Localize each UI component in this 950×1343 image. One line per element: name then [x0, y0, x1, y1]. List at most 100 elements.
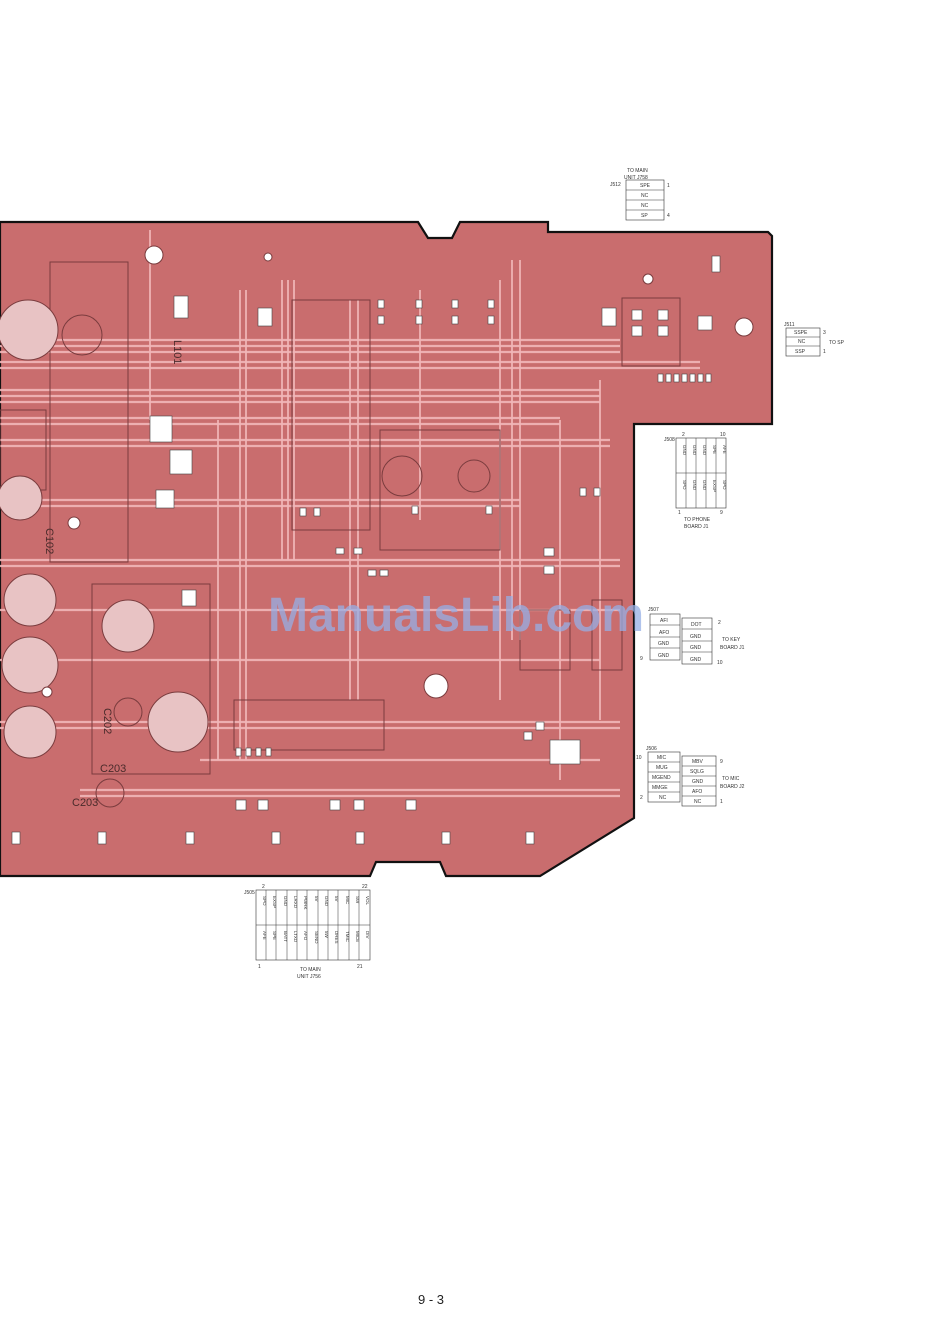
j507-right-pin-2: GND: [690, 634, 702, 640]
j507-left-pin-4: GND: [658, 653, 670, 659]
j505-pin-bottom-left: 1: [258, 964, 261, 970]
trace-bus-horizontal: [0, 338, 700, 798]
j506-left-pin-5: NC: [659, 795, 667, 801]
j505-top-pin-3: GND: [283, 896, 288, 907]
j508-bottom-pin-3: GND: [702, 480, 707, 491]
j505-bottom-pin-4: LTXD: [293, 931, 298, 943]
j505-ref: J505: [244, 890, 255, 896]
j505-top-pin-2: EXSP: [272, 896, 277, 908]
silk-c203: C203: [72, 797, 98, 809]
j508-top-pin-2: GND: [692, 445, 697, 456]
j505-bottom-pin-10: MICE: [355, 931, 360, 942]
j506-dest-line1: TO MIC: [722, 776, 740, 782]
silk-c202: C202: [101, 708, 113, 734]
silk-l101: L101: [171, 340, 183, 364]
j508-pin-top-left: 2: [682, 432, 685, 438]
page-number: 9 - 3: [418, 1292, 445, 1307]
connector-j505: J505 2 22 SPO EXSP GND LRXD PWRK 5V GND …: [244, 884, 371, 980]
j507-left-pin-2: AFO: [659, 630, 669, 636]
j512-pin-last: 4: [667, 213, 670, 219]
j507-pin-left-bottom: 9: [640, 656, 643, 662]
j507-right-pin-3: GND: [690, 645, 702, 651]
j511-dest: TO SP: [829, 340, 845, 346]
j505-dest-line2: UNIT J756: [297, 974, 321, 980]
j508-top-pin-1: GND: [682, 445, 687, 456]
j507-left-pin-3: GND: [658, 641, 670, 647]
j511-pin-first: 3: [823, 330, 826, 336]
j511-pin-3: SSP: [795, 349, 806, 355]
j505-bottom-pin-11: DIV: [365, 931, 370, 939]
j511-pin-1: SSPE: [794, 330, 808, 336]
j508-bottom-pin-2: GND: [692, 480, 697, 491]
j512-pin-1: SPE: [640, 183, 651, 189]
j506-right-pin-3: GND: [692, 779, 704, 785]
j505-top-pin-6: 5V: [314, 896, 319, 902]
j506-pin-right-bottom: 1: [720, 799, 723, 805]
j506-left-pin-1: MIC: [657, 755, 667, 761]
connector-j512: TO MAIN UNIT J758 J512 SPE NC NC SP 1 4: [610, 168, 670, 221]
j506-dest-line2: BOARD J2: [720, 784, 745, 790]
j506-pin-left-top: 10: [636, 755, 642, 761]
j512-pin-4: SP: [641, 213, 648, 219]
j511-pin-last: 1: [823, 349, 826, 355]
j505-bottom-pin-7: 5W: [324, 931, 329, 939]
j506-right-pin-5: NC: [694, 799, 702, 805]
j505-pin-top-left: 2: [262, 884, 265, 890]
smd-pads: [11, 255, 721, 845]
j508-pin-top-right: 10: [720, 432, 726, 438]
j507-dest-line1: TO KEY: [722, 637, 741, 643]
j505-bottom-pin-8: DRES: [334, 931, 339, 944]
silk-c102: C102: [43, 528, 55, 554]
j505-top-pin-8: 5V: [334, 896, 339, 902]
j512-ref: J512: [610, 182, 621, 188]
j506-right-pin-1: MBV: [692, 759, 704, 765]
j512-dest-line2: UNIT J758: [624, 175, 648, 181]
j505-top-pin-5: PWRK: [303, 896, 308, 910]
mounting-holes: [41, 245, 754, 699]
j507-right-pin-4: GND: [690, 657, 702, 663]
j506-left-pin-2: MUG: [656, 765, 668, 771]
j508-bottom-pin-4: EXSP: [712, 480, 717, 492]
j505-top-pin-11: VOL: [365, 896, 370, 906]
j508-top-pin-3: GND: [702, 445, 707, 456]
j506-right-pin-2: SQLG: [690, 769, 704, 775]
j507-pin-right-top: 2: [718, 620, 721, 626]
silk-c203-alt: C203: [100, 763, 126, 775]
j512-pin-2: NC: [641, 193, 649, 199]
j508-bottom-pin-1: SPO: [682, 480, 687, 490]
j512-pin-first: 1: [667, 183, 670, 189]
connector-j508: J508 2 10 GND GND GND SPE AFE SPO GND GN…: [664, 432, 727, 530]
j505-top-pin-4: LRXD: [293, 896, 298, 909]
component-outlines: [0, 261, 681, 775]
j505-column-dividers: [265, 890, 360, 960]
j507-dest-line2: BOARD J1: [720, 645, 745, 651]
j511-ref: J511: [784, 322, 795, 328]
j505-top-pin-1: SPO: [262, 896, 267, 906]
j505-bottom-pin-5: AFO: [303, 931, 308, 941]
j505-bottom-pin-1: AFE: [262, 931, 267, 940]
j506-left-pin-4: MMGE: [652, 785, 668, 791]
j507-pin-right-bottom: 10: [717, 660, 723, 666]
j505-top-pin-10: SW: [355, 896, 360, 904]
j512-pin-3: NC: [641, 203, 649, 209]
j506-ref: J506: [646, 746, 657, 752]
connector-j506: J506 MIC MUG MGEND MMGE NC MBV SQLG GND …: [636, 746, 745, 807]
j507-right-pin-1: DOT: [691, 622, 702, 628]
j505-dest-line1: TO MAIN: [300, 967, 321, 973]
j508-top-pin-4: SPE: [712, 445, 717, 454]
j508-ref: J508: [664, 437, 675, 443]
capacitors: [0, 299, 491, 808]
j506-right-pin-4: AFO: [692, 789, 702, 795]
j511-pin-2: NC: [798, 339, 806, 345]
j505-bottom-pin-3: BATT: [283, 931, 288, 942]
j507-ref: J507: [648, 607, 659, 613]
j512-dest-line1: TO MAIN: [627, 168, 648, 174]
j505-bottom-pin-2: SPE: [272, 931, 277, 940]
j508-bottom-pin-5: SPO: [722, 480, 727, 490]
watermark: ManualsLib.com: [268, 589, 645, 642]
j508-dest-line1: TO PHONE: [684, 517, 711, 523]
connector-j511: J511 SSPE NC SSP 3 1 TO SP: [784, 322, 845, 357]
j505-pin-bottom-right: 21: [357, 964, 363, 970]
j506-pin-right-top: 9: [720, 759, 723, 765]
j505-top-pin-7: GND: [324, 896, 329, 907]
